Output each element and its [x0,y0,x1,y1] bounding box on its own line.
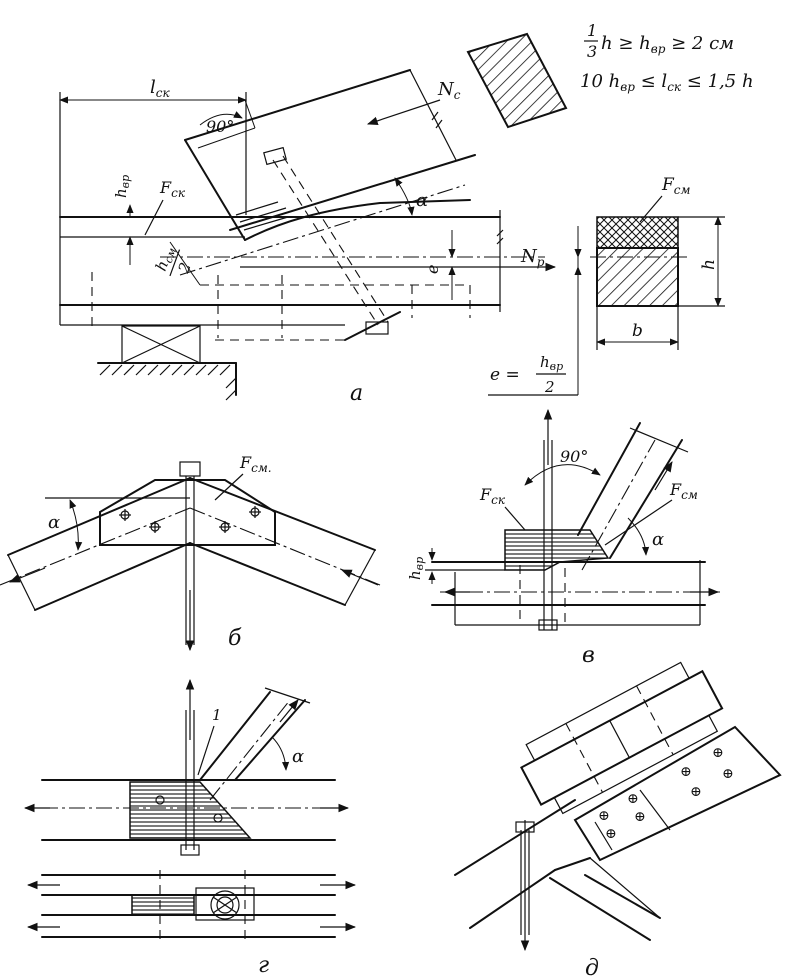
b-label: b [632,321,643,341]
svg-text:⊕: ⊕ [690,784,702,800]
bolt-nut-bottom [365,321,389,335]
formula1-frac-bottom: 3 [587,42,597,61]
g-ring-connector [210,890,240,920]
formula1-frac-top: 1 [587,21,597,40]
alpha-label-v: α [652,529,664,550]
alpha-label-b: α [48,512,60,533]
Nc-label: Nc [437,79,461,102]
Fck-label: Fск [159,178,186,200]
formula2-body: 10 hвр ≤ lск ≤ 1,5 h [580,71,754,94]
formula1-body: h ≥ hвр ≥ 2 см [601,33,734,56]
strut-cross-section [466,32,568,129]
panel-g-caption: г [258,953,269,978]
alpha-label: α [416,190,428,211]
heel-hatched-block [504,529,610,571]
hbp-label-v: hвр [406,557,426,580]
chord-cross-section [596,247,679,307]
strut-centre-line [179,184,466,276]
svg-text:⊕: ⊕ [712,745,724,761]
Fcm-label-b: Fсм. [239,453,272,475]
ridge-side-plate [99,479,276,546]
ridge-bolt-nut [179,461,201,477]
Fcm-label: Fсм [661,175,691,197]
svg-text:⊕: ⊕ [680,764,692,780]
ridge-bolts [119,506,261,533]
panel-g-hinged-joint: α 1 г [23,678,357,978]
inclined-bolt [272,159,379,326]
svg-text:⊕: ⊕ [722,766,734,782]
Fck-label-v: Fск [479,485,506,507]
force-Nc-arrow [366,99,441,126]
panel-d-bolted-splice: ⊕ ⊕ ⊕ ⊕ ⊕ ⊕ ⊕ ⊕ д [454,661,782,979]
panel-v-strut-joint: 90° Fск Fсм α hвр в [406,408,720,668]
panel-d-caption: д [585,956,599,979]
marker-1: 1 [212,706,222,724]
hbp-label: hвр [112,175,132,198]
bearing-area-Fcm [596,216,679,249]
panel-v-caption: в [582,643,595,668]
h-label: h [699,259,719,270]
strut-upper-edge [184,69,411,141]
bolt-washer-top [263,146,287,166]
svg-text:hсм: hсм [152,244,179,274]
e-formula-den: 2 [544,378,555,396]
Fcm-label-v: Fсм [669,480,698,502]
e-formula-num: hвр [540,353,563,373]
angle-90-label: 90° [206,117,234,136]
svg-text:⊕: ⊕ [605,826,617,842]
angle-90-label-v: 90° [560,447,588,466]
design-formulas: 1 3 h ≥ hвр ≥ 2 см 10 hвр ≤ lск ≤ 1,5 h [580,21,754,94]
panel-b-caption: б [228,626,242,651]
lck-label: lск [150,77,170,100]
Np-label: Nр [520,246,545,269]
d-splice-plate [573,725,782,862]
e-label: e [423,265,442,274]
bolt-nut-v [538,619,558,631]
panel-a-caption: а [350,381,363,406]
strut-lower-edge [229,154,476,231]
g-hatched-plate [129,781,252,839]
svg-text:⊕: ⊕ [598,808,610,824]
svg-text:⊕: ⊕ [634,809,646,825]
panel-a-notched-joint: 90° lск Nc α hвр Fск hсм 2 e Nр [59,32,725,406]
e-formula-left: e = [490,365,520,385]
alpha-label-g: α [292,746,304,767]
d-plate-bolts: ⊕ ⊕ ⊕ ⊕ ⊕ ⊕ ⊕ ⊕ [598,745,734,842]
panel-b-ridge-joint: α Fсм. б [0,453,381,652]
svg-text:⊕: ⊕ [627,791,639,807]
